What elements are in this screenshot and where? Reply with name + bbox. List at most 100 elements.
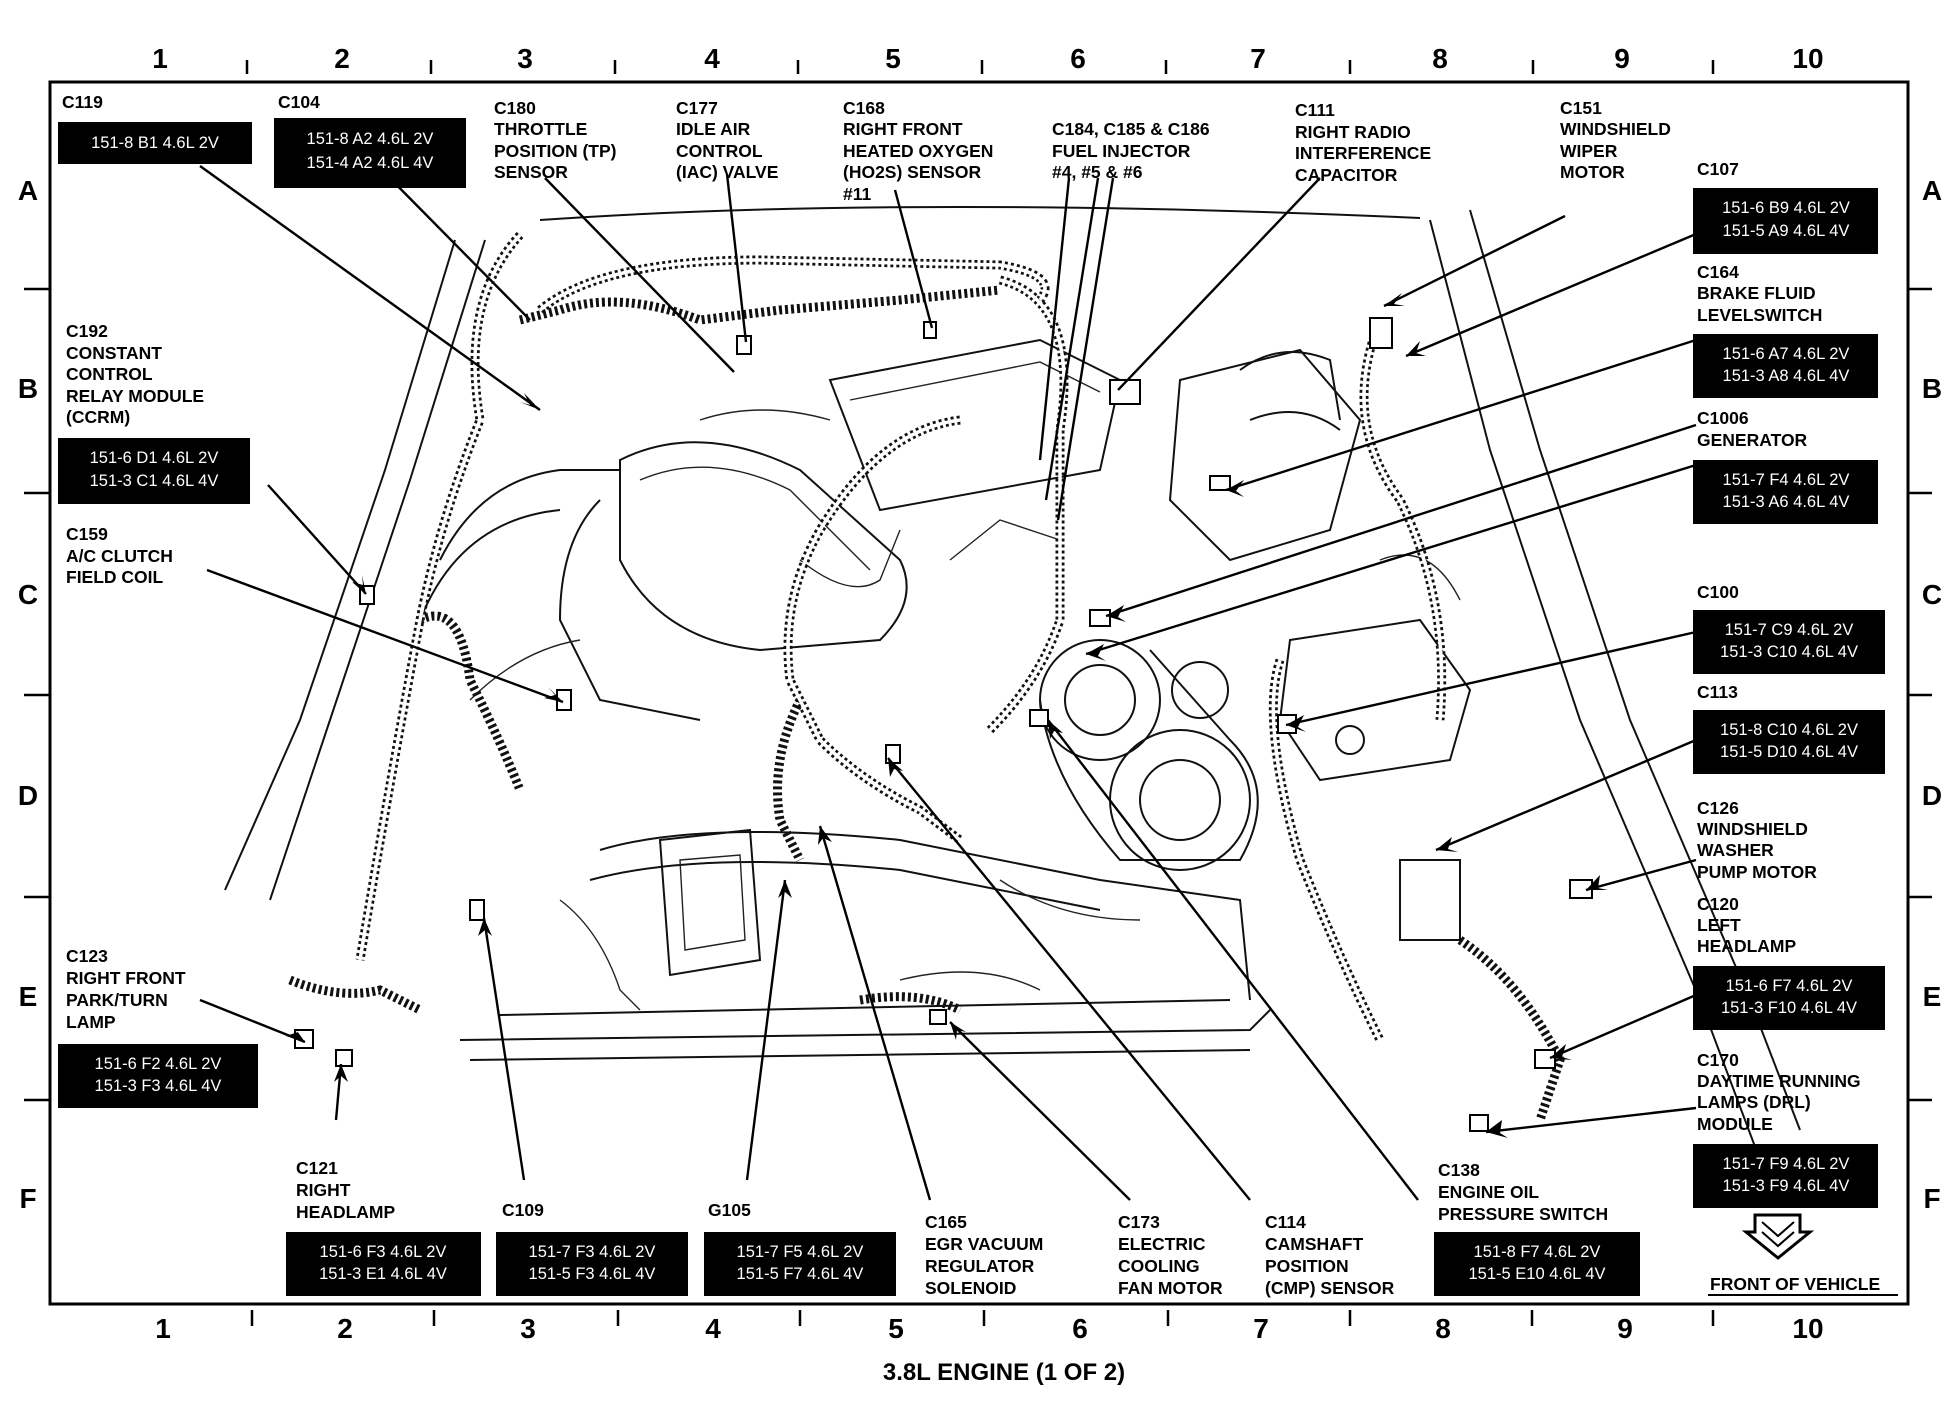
connector-c1006: C1006 GENERATOR 151-7 F4 4.6L 2V 151-3 A… [1693,408,1878,524]
diagram-title: 3.8L ENGINE (1 OF 2) [883,1359,1125,1386]
connector-label: LAMP [66,1012,116,1032]
code-line: 151-5 A9 4.6L 4V [1723,222,1850,240]
connector-c100: C100 151-7 C9 4.6L 2V 151-3 C10 4.6L 4V [1693,582,1885,674]
wire-harness [288,231,1565,1122]
code-box [1693,710,1885,774]
connector-label: G105 [708,1200,751,1220]
col-label: 3 [517,43,533,74]
connector-label: LEVELSWITCH [1697,305,1822,325]
code-line: 151-6 B9 4.6L 2V [1722,199,1850,217]
connector-label: C120 [1697,894,1739,914]
code-box [274,118,466,188]
connector-c119: C119 151-8 B1 4.6L 2V [58,92,252,164]
col-label: 2 [334,43,350,74]
code-line: 151-5 F3 4.6L 4V [529,1265,656,1283]
arrowheads [286,293,1608,1138]
code-line: 151-3 F10 4.6L 4V [1721,999,1857,1017]
connector-label: WASHER [1697,840,1774,860]
row-label: A [1922,175,1942,206]
code-line: 151-3 E1 4.6L 4V [319,1265,447,1283]
code-line: 151-7 F5 4.6L 2V [737,1243,864,1261]
code-box [58,122,252,164]
row-label: E [19,981,38,1012]
col-label: 1 [152,43,168,74]
code-line: 151-5 D10 4.6L 4V [1720,743,1858,761]
engine-compartment-drawing [224,205,1801,1161]
leader-lines [199,159,1697,1201]
connector-label: CAMSHAFT [1265,1234,1363,1254]
connector-label: WINDSHIELD [1560,119,1671,139]
connector-label: THROTTLE [494,119,587,139]
col-label: 10 [1792,1313,1823,1344]
connector-label: (CMP) SENSOR [1265,1278,1395,1298]
row-label: F [19,1183,36,1214]
code-line: 151-6 F3 4.6L 2V [320,1243,447,1261]
code-line: 151-6 F7 4.6L 2V [1726,977,1853,995]
connector-label: (HO2S) SENSOR [843,162,981,182]
code-box [1693,610,1885,674]
connector-g105: G105 151-7 F5 4.6L 2V 151-5 F7 4.6L 4V [704,1200,896,1296]
code-line: 151-5 F7 4.6L 4V [737,1265,864,1283]
code-line: 151-3 C1 4.6L 4V [90,472,219,490]
row-label: A [18,175,38,206]
connector-c138: C138 ENGINE OIL PRESSURE SWITCH 151-8 F7… [1434,1160,1640,1296]
connector-c192: C192 CONSTANT CONTROL RELAY MODULE (CCRM… [58,321,250,504]
connector-label: C111 [1295,100,1335,120]
connector-label: RIGHT FRONT [843,119,963,139]
code-box [58,438,250,504]
col-label: 9 [1617,1313,1633,1344]
col-label: 4 [705,1313,721,1344]
column-labels-bottom: 1 2 3 4 5 6 7 8 9 10 [155,1313,1823,1344]
connector-label: BRAKE FLUID [1697,283,1816,303]
col-label: 3 [520,1313,536,1344]
connector-label: C170 [1697,1050,1739,1070]
col-label: 8 [1435,1313,1451,1344]
connector-label: CAPACITOR [1295,165,1398,185]
connector-c126: C126 WINDSHIELD WASHER PUMP MOTOR [1697,798,1817,882]
connector-label: REGULATOR [925,1256,1035,1276]
connector-label: C177 [676,98,718,118]
connector-c151: C151 WINDSHIELD WIPER MOTOR [1560,98,1671,182]
connector-label: C109 [502,1200,544,1220]
connector-label: CONSTANT [66,343,162,363]
connector-label: FUEL INJECTOR [1052,141,1191,161]
code-box [1693,966,1885,1030]
connector-shapes [294,317,1593,1132]
connector-c184: C184, C185 & C186 FUEL INJECTOR #4, #5 &… [1052,119,1210,182]
connector-label: HEADLAMP [1697,936,1796,956]
connector-c173: C173 ELECTRIC COOLING FAN MOTOR [1118,1212,1223,1298]
connector-label: C114 [1265,1212,1306,1232]
connector-label: HEATED OXYGEN [843,141,993,161]
connector-label: C107 [1697,159,1739,179]
connector-label: ENGINE OIL [1438,1182,1539,1202]
connector-label: C123 [66,946,108,966]
code-line: 151-8 F7 4.6L 2V [1474,1243,1601,1261]
connector-label: PRESSURE SWITCH [1438,1204,1608,1224]
col-label: 10 [1792,43,1823,74]
connector-label: MODULE [1697,1114,1773,1134]
code-box [58,1044,258,1108]
row-labels-right: A B C D E F [1922,175,1942,1214]
code-line: 151-6 F2 4.6L 2V [95,1055,222,1073]
connector-c111: C111 RIGHT RADIO INTERFERENCE CAPACITOR [1295,100,1431,185]
connector-label: INTERFERENCE [1295,143,1431,163]
connector-c170: C170 DAYTIME RUNNING LAMPS (DRL) MODULE … [1693,1050,1878,1208]
diagram-frame [48,80,1910,1306]
col-label: 7 [1250,43,1266,74]
column-labels-top: 1 2 3 4 5 6 7 8 9 10 [152,43,1823,74]
col-label: 6 [1070,43,1086,74]
code-box [1693,334,1878,398]
code-box [704,1232,896,1296]
connector-c114: C114 CAMSHAFT POSITION (CMP) SENSOR [1265,1212,1395,1298]
connector-label: A/C CLUTCH [66,546,173,566]
code-line: 151-8 C10 4.6L 2V [1720,721,1858,739]
connector-label: C173 [1118,1212,1160,1232]
connector-label: #4, #5 & #6 [1052,162,1143,182]
connector-c107: C107 151-6 B9 4.6L 2V 151-5 A9 4.6L 4V [1693,159,1878,254]
code-box [1434,1232,1640,1296]
connector-label: C159 [66,524,108,544]
connector-label: C168 [843,98,885,118]
connector-label: MOTOR [1560,162,1625,182]
connector-label: FAN MOTOR [1118,1278,1223,1298]
